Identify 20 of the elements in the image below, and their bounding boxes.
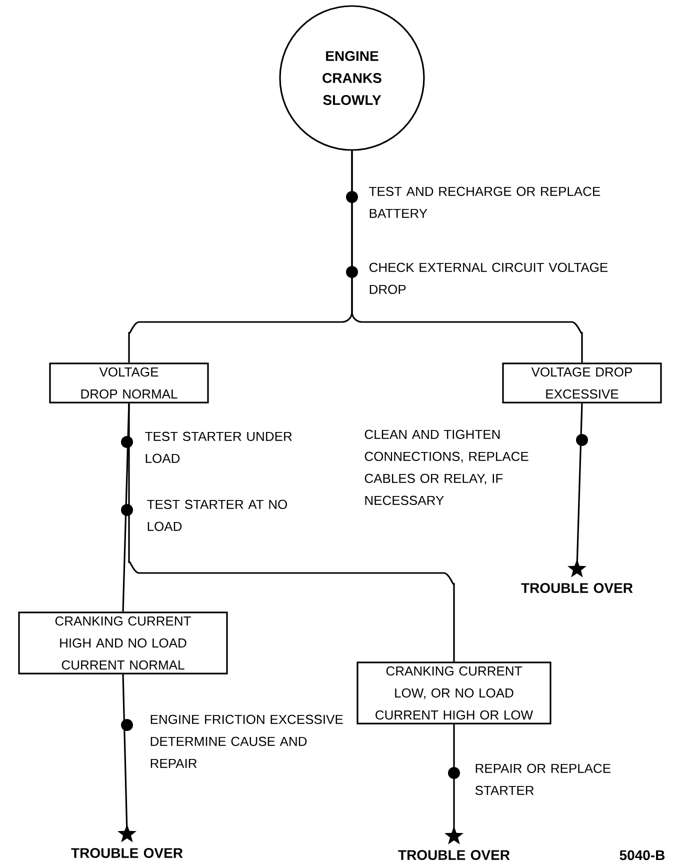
edge-label: ENGINE FRICTION EXCESSIVE DETERMINE CAUSE AND REPAIR [150, 714, 343, 768]
condition-box: VOLTAGE DROP NORMAL [49, 362, 209, 404]
edge-label: REPAIR OR REPLACE STARTER [475, 764, 610, 795]
connector [117, 674, 136, 842]
step-text: TEST AND RECHARGE OR REPLACE BATTERY [369, 186, 600, 218]
step-text: TEST STARTER AT NO LOAD [147, 500, 287, 531]
condition-box: CRANKING CURRENT LOW, OR NO LOAD CURRENT HIGH OR LOW [356, 662, 552, 724]
step-text: CHECK EXTERNAL CIRCUIT VOLTAGE DROP [369, 262, 608, 294]
condition-box: VOLTAGE DROP EXCESSIVE [502, 362, 662, 404]
connector [128, 403, 455, 662]
step-text: TEST STARTER UNDER LOAD [145, 432, 292, 463]
result-text: TROUBLE OVER [71, 848, 183, 858]
result-text: TROUBLE OVER [398, 850, 510, 860]
connector [444, 724, 464, 844]
connector [351, 150, 583, 363]
figure-number: 5040-B [620, 850, 665, 860]
result-text: TROUBLE OVER [521, 583, 633, 593]
connector [567, 403, 586, 578]
condition-box: CRANKING CURRENT HIGH AND NO LOAD CURRENT NORMAL [18, 612, 228, 674]
edge-label: CLEAN AND TIGHTEN CONNECTIONS, REPLACE CABLES OR RELAY, IF NECESSARY [364, 430, 528, 505]
